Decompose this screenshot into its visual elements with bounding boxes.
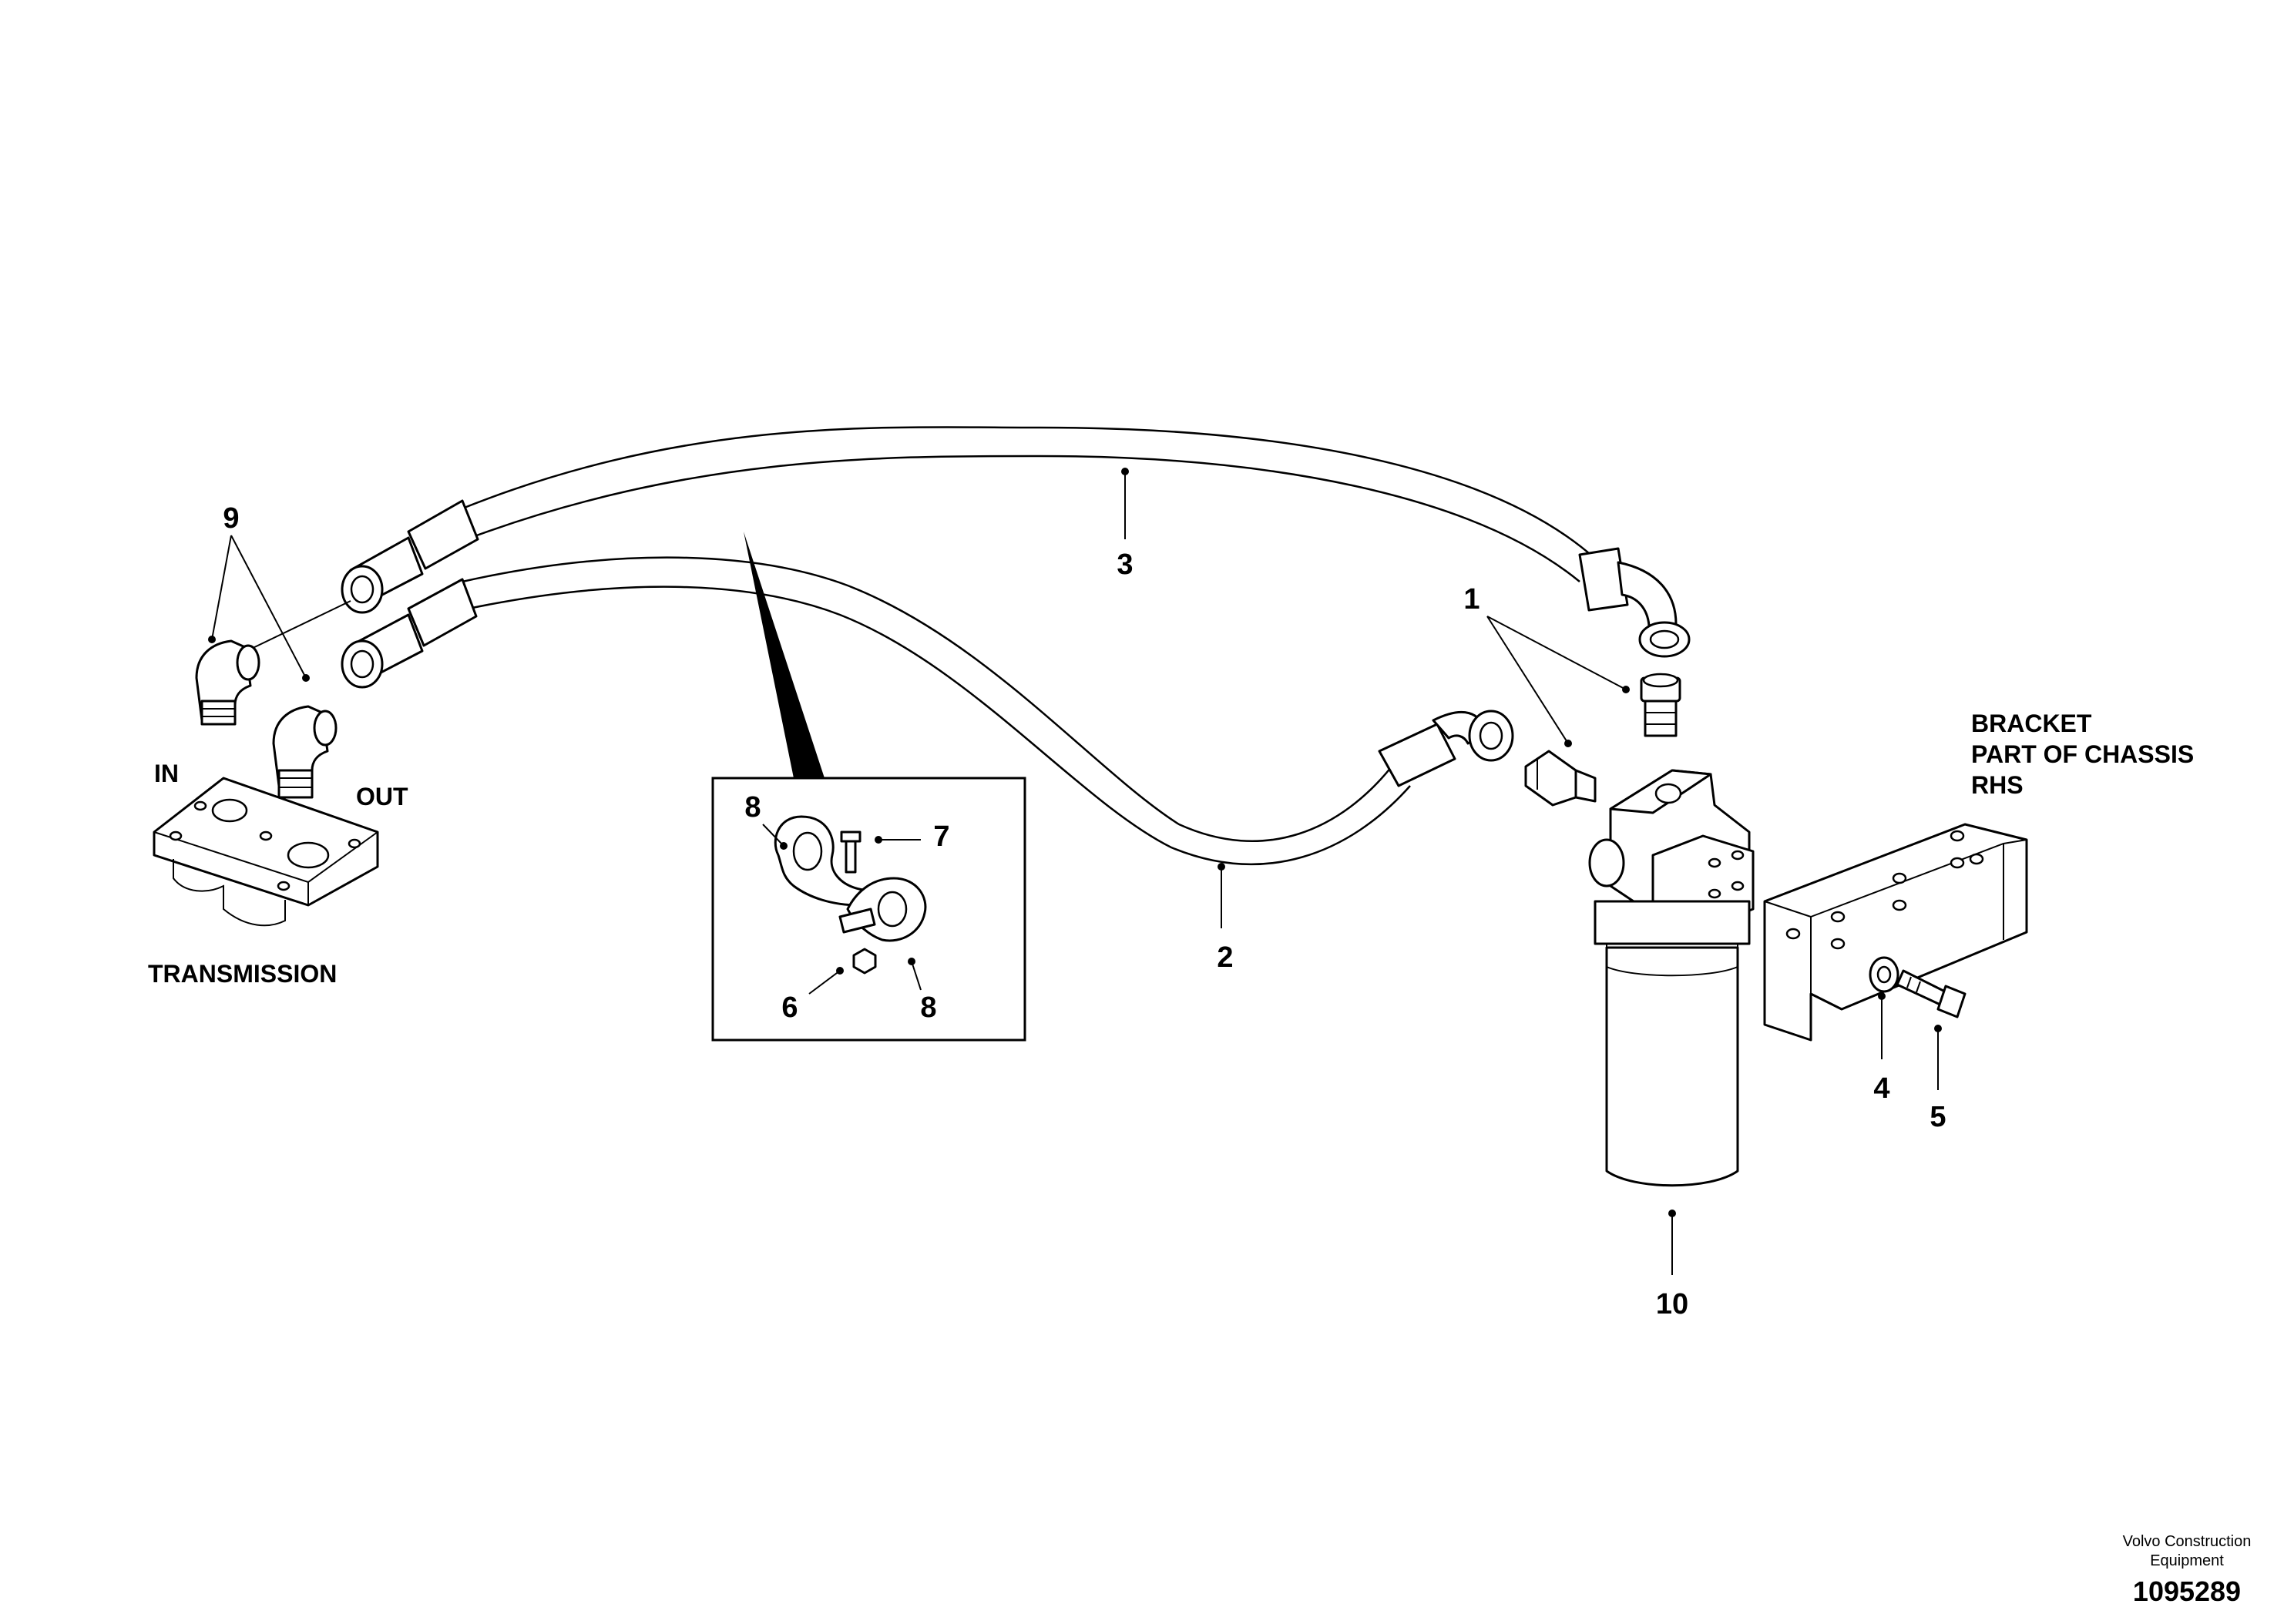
bolt-5 xyxy=(1896,969,1967,1018)
callout-6: 6 xyxy=(781,992,798,1024)
callout-5: 5 xyxy=(1930,1101,1946,1133)
label-out: OUT xyxy=(356,783,408,810)
callout-4: 4 xyxy=(1873,1072,1889,1105)
callout-1: 1 xyxy=(1463,583,1480,616)
adapter-fitting-1a xyxy=(1640,673,1681,737)
hose-3 xyxy=(341,426,1691,658)
hose-2 xyxy=(341,556,1514,866)
chassis-bracket xyxy=(1763,823,2028,1042)
label-transmission: TRANSMISSION xyxy=(148,960,337,988)
callout-8-lower: 8 xyxy=(920,992,936,1024)
elbow-fitting-9b xyxy=(272,705,338,799)
callout-9: 9 xyxy=(223,502,239,535)
washer-4 xyxy=(1869,956,1899,993)
label-bracket-line2: PART OF CHASSIS xyxy=(1971,740,2194,768)
footer-company-line1: Volvo Construction xyxy=(2123,1533,2252,1550)
label-bracket-line1: BRACKET xyxy=(1971,710,2092,737)
footer-company-line2: Equipment xyxy=(2150,1552,2224,1569)
label-bracket-line3: RHS xyxy=(1971,771,2024,799)
callout-2: 2 xyxy=(1217,941,1233,974)
callout-7: 7 xyxy=(933,820,949,853)
callout-8-upper: 8 xyxy=(744,791,761,824)
elbow-fitting-9a xyxy=(195,639,260,726)
leader-lines xyxy=(208,468,1942,1275)
callout-3: 3 xyxy=(1117,549,1133,581)
callout-10: 10 xyxy=(1656,1288,1688,1320)
filter-assembly-10 xyxy=(1588,769,1755,1187)
footer-doc-number: 1095289 xyxy=(2133,1575,2241,1607)
transmission-plate xyxy=(153,777,379,927)
adapter-fitting-1b xyxy=(1524,750,1597,807)
clamp-detail-view xyxy=(711,532,1026,1042)
label-in: IN xyxy=(154,760,179,787)
